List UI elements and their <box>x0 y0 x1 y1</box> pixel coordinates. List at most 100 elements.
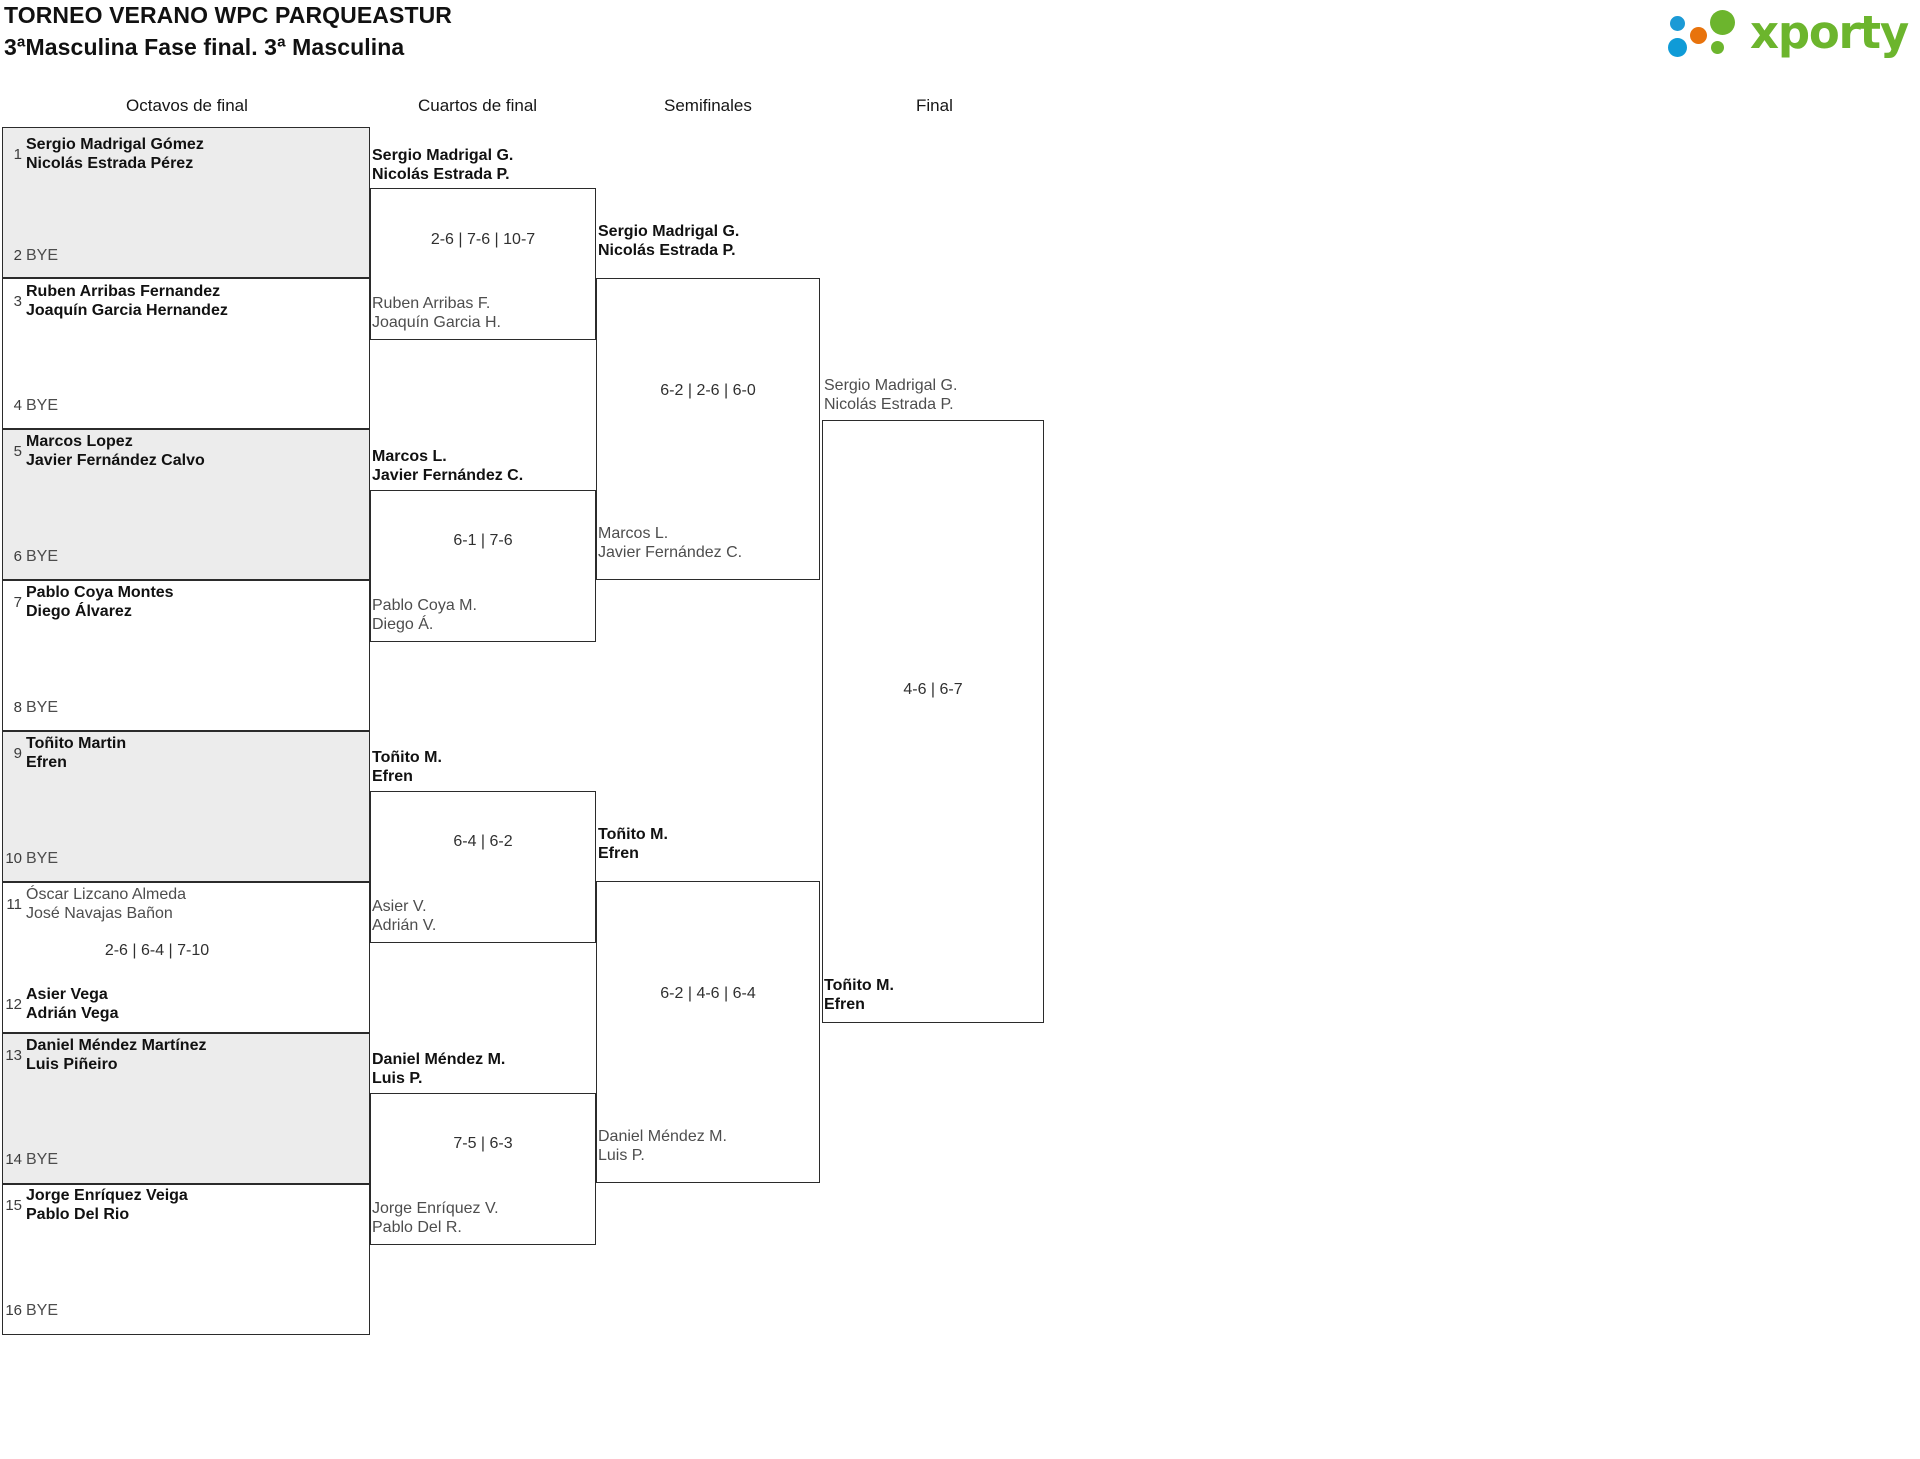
logo-dots-icon <box>1666 10 1752 57</box>
logo-wordmark: xporty <box>1750 6 1909 59</box>
r16-match-3[interactable] <box>2 429 370 580</box>
r16-team-line1[interactable]: Daniel Méndez Martínez <box>26 1037 207 1054</box>
sf-team-line1[interactable]: Marcos L. <box>598 525 669 542</box>
r16-team-line2[interactable]: Pablo Del Rio <box>26 1206 130 1223</box>
r16-match-6[interactable] <box>2 882 370 1033</box>
final-team-line1[interactable]: Sergio Madrigal G. <box>824 377 958 394</box>
seed-number: 9 <box>13 745 22 762</box>
seed-number: 15 <box>5 1197 22 1214</box>
r16-team-line1[interactable]: Ruben Arribas Fernandez <box>26 283 221 300</box>
r16-match-score: 2-6 | 6-4 | 7-10 <box>104 942 210 959</box>
r16-team-line2[interactable]: Adrián Vega <box>26 1005 119 1022</box>
qf-match-3[interactable] <box>370 791 596 943</box>
tournament-phase: 3ªMasculina Fase final. 3ª Masculina <box>4 34 405 60</box>
seed-number: 10 <box>5 850 22 867</box>
final-match[interactable] <box>822 420 1044 1023</box>
r16-team-bye: BYE <box>26 1151 59 1168</box>
qf-match-1[interactable] <box>370 188 596 340</box>
final-team-line2[interactable]: Efren <box>824 996 865 1013</box>
sf-team-line1[interactable]: Toñito M. <box>598 826 668 843</box>
seed-number: 4 <box>13 397 22 414</box>
qf-team-line1[interactable]: Jorge Enríquez V. <box>372 1200 499 1217</box>
seed-number: 6 <box>13 548 22 565</box>
r16-team-bye: BYE <box>26 548 59 565</box>
qf-team-line2[interactable]: Nicolás Estrada P. <box>372 166 510 183</box>
qf-match-score: 2-6 | 7-6 | 10-7 <box>430 231 536 248</box>
sf-team-line2[interactable]: Nicolás Estrada P. <box>598 242 736 259</box>
seed-number: 5 <box>13 443 22 460</box>
sf-match-2[interactable] <box>596 881 820 1183</box>
round-header-cuartos: Cuartos de final <box>418 96 538 115</box>
seed-number: 3 <box>13 293 22 310</box>
r16-team-line1[interactable]: Asier Vega <box>26 986 108 1003</box>
qf-team-line2[interactable]: Javier Fernández C. <box>372 467 524 484</box>
sf-team-line2[interactable]: Luis P. <box>598 1147 645 1164</box>
r16-team-line1[interactable]: Sergio Madrigal Gómez <box>26 136 204 153</box>
r16-match-4[interactable] <box>2 580 370 731</box>
qf-team-line2[interactable]: Luis P. <box>372 1070 423 1087</box>
qf-match-score: 6-1 | 7-6 <box>453 532 513 549</box>
qf-match-score: 6-4 | 6-2 <box>453 833 513 850</box>
sf-team-line1[interactable]: Daniel Méndez M. <box>598 1128 727 1145</box>
seed-number: 1 <box>13 146 22 163</box>
r16-team-line2[interactable]: Javier Fernández Calvo <box>26 452 205 469</box>
qf-match-2[interactable] <box>370 490 596 642</box>
r16-team-line2[interactable]: Diego Álvarez <box>26 603 132 620</box>
qf-team-line1[interactable]: Toñito M. <box>372 749 442 766</box>
round-header-octavos: Octavos de final <box>126 96 248 115</box>
final-team-line2[interactable]: Nicolás Estrada P. <box>824 396 954 413</box>
qf-team-line1[interactable]: Marcos L. <box>372 448 447 465</box>
sf-match-score: 6-2 | 2-6 | 6-0 <box>660 382 756 399</box>
seed-number: 7 <box>13 594 22 611</box>
r16-team-line2[interactable]: Luis Piñeiro <box>26 1056 118 1073</box>
round-header-final: Final <box>916 96 953 115</box>
qf-match-score: 7-5 | 6-3 <box>453 1135 513 1152</box>
r16-team-line2[interactable]: Efren <box>26 754 67 771</box>
r16-match-2[interactable] <box>2 278 370 429</box>
seed-number: 16 <box>5 1302 22 1319</box>
logo-dot-orange-icon <box>1690 27 1707 44</box>
qf-match-4[interactable] <box>370 1093 596 1245</box>
r16-team-bye: BYE <box>26 850 59 867</box>
r16-match-7[interactable] <box>2 1033 370 1184</box>
sf-team-line2[interactable]: Efren <box>598 845 639 862</box>
tournament-title: TORNEO VERANO WPC PARQUEASTUR <box>4 2 453 28</box>
qf-team-line2[interactable]: Joaquín Garcia H. <box>372 314 501 331</box>
logo-dot-green-large-icon <box>1710 10 1735 35</box>
qf-team-line2[interactable]: Adrián V. <box>372 917 437 934</box>
r16-team-bye: BYE <box>26 699 59 716</box>
sf-team-line2[interactable]: Javier Fernández C. <box>598 544 743 561</box>
qf-team-line2[interactable]: Diego Á. <box>372 616 434 633</box>
sf-match-1[interactable] <box>596 278 820 580</box>
r16-team-line1[interactable]: Jorge Enríquez Veiga <box>26 1187 188 1204</box>
seed-number: 2 <box>13 247 22 264</box>
r16-team-bye: BYE <box>26 1302 59 1319</box>
final-match-score: 4-6 | 6-7 <box>903 681 963 698</box>
final-team-line1[interactable]: Toñito M. <box>824 977 894 994</box>
seed-number: 12 <box>5 996 22 1013</box>
sf-team-line1[interactable]: Sergio Madrigal G. <box>598 223 740 240</box>
qf-team-line1[interactable]: Daniel Méndez M. <box>372 1051 506 1068</box>
r16-match-5[interactable] <box>2 731 370 882</box>
qf-team-line1[interactable]: Pablo Coya M. <box>372 597 477 614</box>
r16-team-line2[interactable]: José Navajas Bañon <box>26 905 173 922</box>
r16-match-8[interactable] <box>2 1184 370 1335</box>
r16-team-line2[interactable]: Joaquín Garcia Hernandez <box>26 302 228 319</box>
qf-team-line1[interactable]: Ruben Arribas F. <box>372 295 491 312</box>
r16-team-line1[interactable]: Toñito Martin <box>26 735 127 752</box>
logo-dot-green-small-icon <box>1711 41 1724 54</box>
qf-team-line1[interactable]: Sergio Madrigal G. <box>372 147 514 164</box>
logo-dot-blue-large-icon <box>1668 38 1687 57</box>
r16-match-1[interactable] <box>2 127 370 278</box>
xporty-logo: xporty <box>1666 6 1909 60</box>
qf-team-line2[interactable]: Efren <box>372 768 413 785</box>
logo-dot-blue-small-icon <box>1670 16 1685 31</box>
r16-team-line1[interactable]: Pablo Coya Montes <box>26 584 174 601</box>
qf-team-line1[interactable]: Asier V. <box>372 898 427 915</box>
round-header-semifinales: Semifinales <box>664 96 752 115</box>
qf-team-line2[interactable]: Pablo Del R. <box>372 1219 462 1236</box>
r16-team-line1[interactable]: Óscar Lizcano Almeda <box>26 886 187 903</box>
seed-number: 11 <box>6 896 22 913</box>
r16-team-line2[interactable]: Nicolás Estrada Pérez <box>26 155 194 172</box>
r16-team-line1[interactable]: Marcos Lopez <box>26 433 133 450</box>
